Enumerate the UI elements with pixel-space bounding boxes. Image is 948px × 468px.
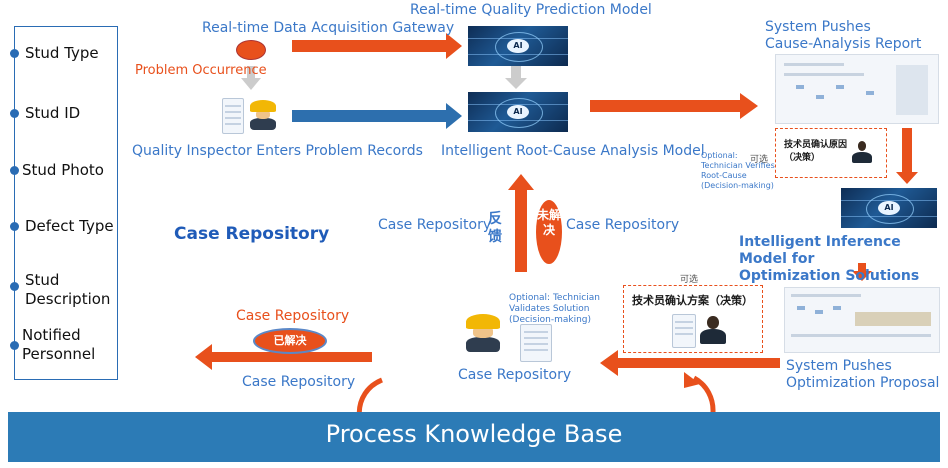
pushes-report-label: System Pushes Cause-Analysis Report bbox=[765, 19, 922, 52]
field-stud-type: Stud Type bbox=[25, 44, 99, 62]
arrow-gateway-to-prediction bbox=[292, 33, 462, 59]
bullet-dot bbox=[10, 222, 19, 231]
field-defect-type: Defect Type bbox=[25, 217, 114, 235]
unresolved-badge: 未解决 bbox=[536, 200, 562, 264]
bullet-dot bbox=[10, 49, 19, 58]
field-stud-description: Stud Description bbox=[25, 271, 111, 308]
knowledge-base-bar bbox=[8, 412, 940, 462]
field-stud-id: Stud ID bbox=[25, 104, 81, 122]
verify-box-text: 技术员确认原因（决策） bbox=[784, 140, 848, 163]
technician-person-icon bbox=[700, 316, 726, 344]
bullet-dot bbox=[10, 282, 19, 291]
resolved-top-label: Case Repository bbox=[236, 308, 350, 324]
bullet-dot bbox=[10, 166, 19, 175]
arrow-inspector-to-rootcause bbox=[292, 103, 462, 129]
worker-helmet-icon bbox=[250, 100, 276, 130]
optional-validate-kexuan: 可选 bbox=[680, 275, 699, 285]
ai-network-thumbnail: AI bbox=[468, 92, 568, 132]
worker-helmet-icon bbox=[466, 314, 500, 352]
arrow-feedback-up bbox=[508, 174, 534, 272]
tablet-form-icon bbox=[222, 98, 244, 134]
proposal-screenshot bbox=[784, 287, 940, 353]
report-screenshot bbox=[775, 54, 939, 124]
arrow-problem-down bbox=[241, 66, 261, 90]
tablet-form-icon bbox=[520, 324, 552, 362]
root-cause-model-label: Intelligent Root-Cause Analysis Model bbox=[441, 143, 705, 159]
knowledge-base-title: Process Knowledge Base bbox=[325, 420, 623, 448]
arrow-prediction-down bbox=[505, 66, 527, 89]
feedback-left-label: Case Repository bbox=[378, 217, 492, 233]
ai-network-thumbnail: AI bbox=[468, 26, 568, 66]
record-fields-panel: Stud Type Stud ID Stud Photo Defect Type… bbox=[10, 26, 118, 380]
bullet-dot bbox=[10, 109, 19, 118]
resolved-bottom-label: Case Repository bbox=[242, 374, 356, 390]
arrow-to-report bbox=[590, 93, 758, 119]
worker-label: Case Repository bbox=[458, 367, 572, 383]
problem-ellipse-icon bbox=[236, 40, 266, 60]
pushes-proposal-label: System Pushes Optimization Proposal bbox=[786, 358, 940, 391]
optional-verify-kexuan: 可选 bbox=[750, 155, 769, 165]
inference-model-label: Intelligent Inference Model for Optimiza… bbox=[739, 234, 920, 284]
bullet-dot bbox=[10, 341, 19, 350]
arrow-proposal-to-worker bbox=[600, 350, 780, 376]
validate-dashed-box: 技术员确认方案（决策） bbox=[623, 285, 763, 353]
arrow-report-to-inference bbox=[896, 128, 918, 184]
optional-validate-label: Optional: Technician Validates Solution … bbox=[509, 293, 600, 325]
resolved-badge: 已解决 bbox=[253, 328, 327, 354]
arrow-resolved-left bbox=[195, 344, 372, 370]
verify-dashed-box: 技术员确认原因（决策） bbox=[775, 128, 887, 178]
case-repository-main: Case Repository bbox=[174, 224, 330, 244]
arrow-inference-to-proposal bbox=[852, 263, 872, 281]
prediction-model-label: Real-time Quality Prediction Model bbox=[410, 2, 652, 18]
optional-verify-label: Optional: Technician Verifies Root-Cause… bbox=[701, 151, 775, 190]
unresolved-right-label: Case Repository bbox=[566, 217, 680, 233]
tablet-form-icon bbox=[672, 314, 696, 348]
inspector-label: Quality Inspector Enters Problem Records bbox=[132, 143, 423, 159]
field-stud-photo: Stud Photo bbox=[22, 161, 104, 179]
problem-occurrence-label: Problem Occurrence bbox=[135, 63, 267, 78]
gateway-label: Real-time Data Acquisition Gateway bbox=[202, 20, 455, 36]
validate-box-text: 技术员确认方案（决策） bbox=[632, 294, 753, 307]
technician-person-icon bbox=[852, 141, 872, 163]
feedback-text: 反馈 bbox=[488, 211, 502, 245]
field-notified-personnel: Notified Personnel bbox=[22, 326, 96, 363]
ai-network-thumbnail: AI bbox=[841, 188, 937, 228]
